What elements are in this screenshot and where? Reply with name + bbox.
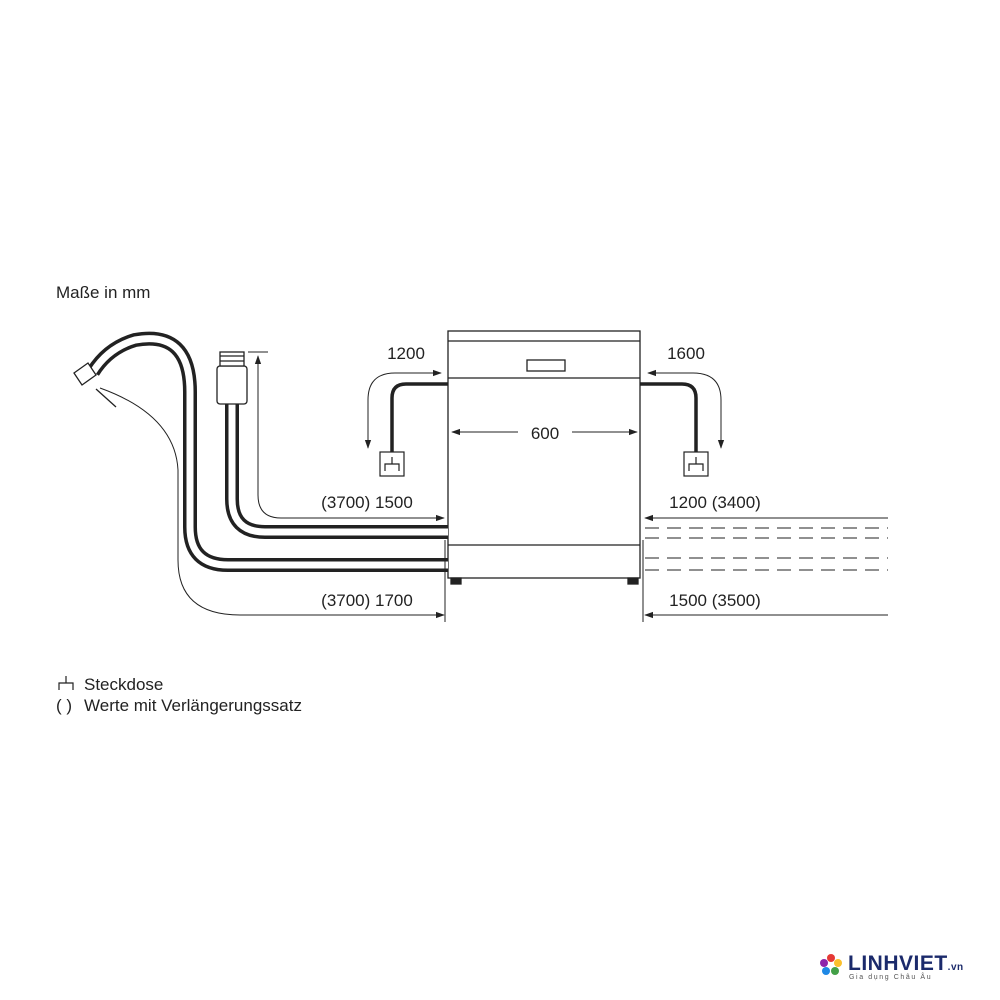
flower-logo-icon	[820, 954, 842, 975]
upper-hose-dimension	[248, 351, 445, 522]
right-power-cord	[640, 369, 725, 452]
aquastop-valve	[216, 351, 248, 405]
right-lower-hose-length: 1500 (3500)	[669, 591, 761, 610]
left-outlet-distance: 1200	[387, 344, 425, 363]
brand-name: LINHVIET	[848, 952, 948, 975]
brand-tld: .vn	[947, 962, 964, 973]
legend-paren-symbol: ( )	[56, 696, 72, 715]
right-upper-hose-length: 1200 (3400)	[669, 493, 761, 512]
brand-logo: LINHVIET.vn Gia dụng Châu Âu	[818, 950, 988, 990]
socket-icon	[379, 451, 405, 477]
left-upper-hose-length: (3700) 1500	[321, 493, 413, 512]
lower-hose-dimension	[99, 387, 445, 619]
left-power-cord	[364, 369, 448, 452]
brand-tagline: Gia dụng Châu Âu	[849, 974, 933, 981]
socket-icon	[683, 451, 709, 477]
legend-paren-label: Werte mit Verlängerungssatz	[84, 696, 302, 715]
legend-socket-label: Steckdose	[84, 675, 163, 694]
dishwasher-body	[447, 330, 641, 585]
right-outlet-distance: 1600	[667, 344, 705, 363]
inlet-hose	[225, 402, 448, 539]
diagram-title: Maße in mm	[56, 283, 150, 302]
control-panel-display	[526, 359, 566, 372]
width-label: 600	[531, 424, 559, 443]
drain-hose-nozzle	[73, 362, 117, 408]
drain-hose	[87, 331, 448, 572]
right-hose-dashes	[645, 527, 888, 571]
legend-socket-icon	[58, 676, 74, 690]
left-lower-hose-length: (3700) 1700	[321, 591, 413, 610]
